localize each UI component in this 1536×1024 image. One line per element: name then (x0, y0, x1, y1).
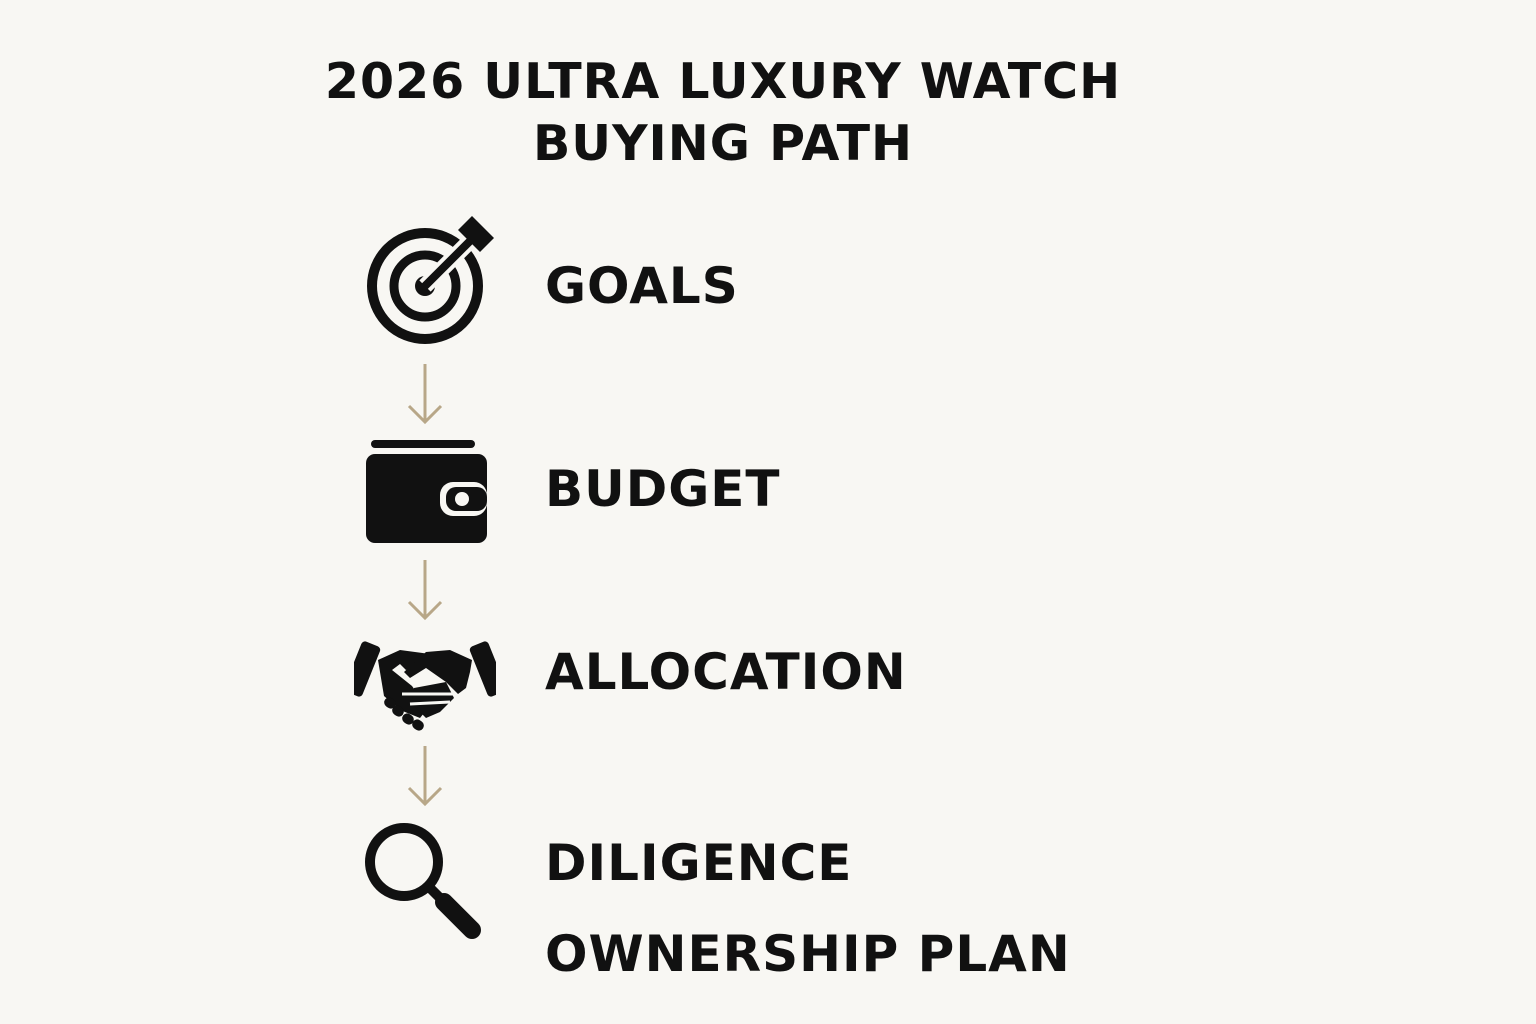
step-label-ownership-plan: OWNERSHIP PLAN (545, 925, 1071, 983)
step-label-budget: BUDGET (545, 460, 781, 518)
magnifier-icon (365, 823, 481, 939)
arrow-down-icon (407, 560, 443, 621)
step-label-goals: GOALS (545, 257, 739, 315)
handshake-icon (354, 641, 496, 731)
step-label-diligence: DILIGENCE (545, 834, 853, 892)
arrow-down-icon (407, 364, 443, 425)
title-line-2: BUYING PATH (532, 115, 914, 172)
arrow-down-icon (407, 746, 443, 807)
target-icon (367, 215, 494, 344)
step-label-allocation: ALLOCATION (545, 643, 907, 701)
title-line-1: 2026 ULTRA LUXURY WATCH (324, 53, 1122, 110)
wallet-icon (366, 440, 487, 543)
